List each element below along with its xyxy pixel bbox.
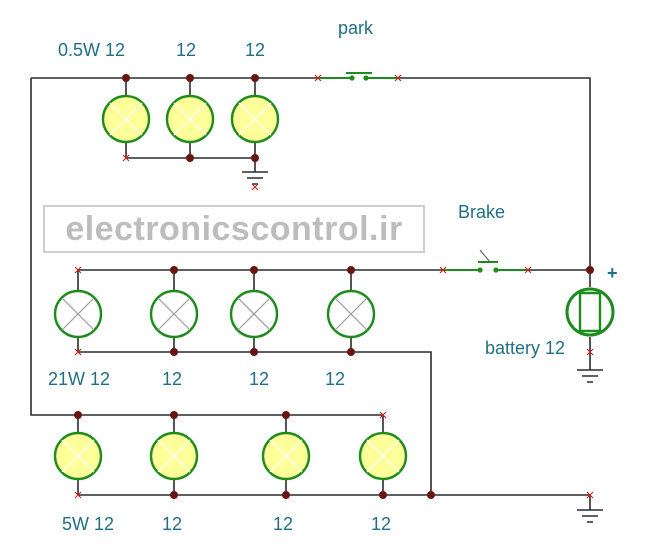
junction-nodes <box>74 74 594 499</box>
wire-mid-bottom-rail <box>78 351 432 495</box>
lamps-top <box>101 94 280 144</box>
terminal-markers <box>74 154 594 499</box>
lamp <box>149 431 199 481</box>
lamps-bottom <box>53 431 408 481</box>
lamp <box>53 431 103 481</box>
lamp-label: 12 <box>176 40 196 60</box>
lamp <box>358 431 408 481</box>
park-switch <box>314 72 402 82</box>
ground-battery <box>577 369 603 383</box>
wire-bottom-rail <box>78 494 591 510</box>
lamp <box>165 94 215 144</box>
battery-symbol <box>565 287 615 337</box>
lamp <box>326 289 376 339</box>
lamps-middle <box>53 289 376 339</box>
lamp <box>261 431 311 481</box>
battery-plus-label: + <box>607 263 618 283</box>
watermark-text: electronicscontrol.ir <box>65 209 403 248</box>
lamp <box>53 289 103 339</box>
lamp-label: 12 <box>162 514 182 534</box>
lamp <box>229 289 279 339</box>
lamp-label: 5W 12 <box>62 514 114 534</box>
watermark-box: electronicscontrol.ir <box>43 205 425 253</box>
wire-left-vertical <box>30 78 383 416</box>
lamp-label: 0.5W 12 <box>58 40 125 60</box>
lamp-label: 12 <box>371 514 391 534</box>
lamp <box>101 94 151 144</box>
lamp-label: 21W 12 <box>48 369 110 389</box>
ground-bottom <box>577 509 603 523</box>
lamp <box>230 94 280 144</box>
lamp-label: 12 <box>325 369 345 389</box>
lamp-label: 12 <box>162 369 182 389</box>
ground-top <box>242 171 268 185</box>
wire-top-right <box>398 77 591 270</box>
battery-label: battery 12 <box>485 338 565 358</box>
lamp-label: 12 <box>249 369 269 389</box>
park-label: park <box>338 18 374 38</box>
lamp-label: 12 <box>273 514 293 534</box>
lamp <box>149 289 199 339</box>
brake-label: Brake <box>458 202 505 222</box>
brake-switch <box>439 249 532 274</box>
wires <box>30 77 591 510</box>
lamp-label: 12 <box>245 40 265 60</box>
wire-brake-right <box>528 269 591 287</box>
